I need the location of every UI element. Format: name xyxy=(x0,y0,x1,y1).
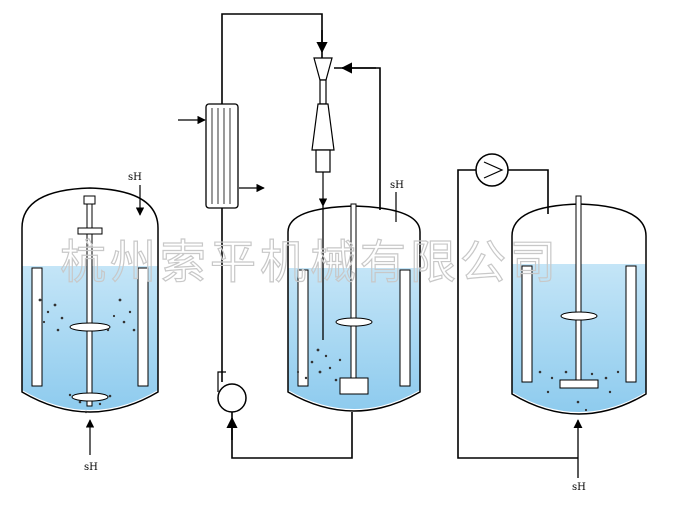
tank-1: sH sH xyxy=(21,172,159,473)
tank-1-gas-sparger xyxy=(77,227,103,235)
tank-3-impeller-top xyxy=(560,311,598,321)
watermark-text: 杭州索平机械有限公司 xyxy=(60,235,560,289)
heat-exchanger xyxy=(178,103,265,209)
ejector xyxy=(311,57,335,207)
tank-2-vessel xyxy=(287,205,421,412)
recirculation-piping xyxy=(221,13,381,459)
tank-2-top-gas-label: sH xyxy=(390,180,404,191)
tank-1-top-gas-label: sH xyxy=(128,172,142,183)
recirculation-piping-right xyxy=(457,169,578,459)
tank-1-baffle-right xyxy=(137,267,149,387)
tank-2-impeller-top xyxy=(335,317,373,327)
tank-1-bubbles xyxy=(38,298,136,414)
tank-2-bubbles xyxy=(296,348,342,382)
tank-1-bottom-gas-label: sH xyxy=(84,462,98,473)
tank-3: sH xyxy=(511,195,647,493)
tank-1-shaft-cap xyxy=(83,195,96,205)
tank-2-baffle-left xyxy=(297,269,309,387)
tank-1-baffle-left xyxy=(31,267,43,387)
tank-1-vessel xyxy=(21,187,159,413)
tank-3-bubbles xyxy=(538,370,620,412)
tank-2-shaft xyxy=(350,203,357,389)
tank-3-bottom-gas-label: sH xyxy=(572,482,586,493)
pump-2 xyxy=(475,153,509,187)
tank-1-impeller-top xyxy=(69,322,111,332)
tank-3-impeller-bottom xyxy=(559,379,599,389)
tank-2: sH xyxy=(287,180,421,412)
tank-1-impeller-bottom xyxy=(71,392,109,402)
pump-1 xyxy=(217,371,247,413)
tank-2-baffle-right xyxy=(399,269,411,387)
tank-3-vessel xyxy=(511,203,647,415)
tank-3-baffle-right xyxy=(625,265,637,383)
tank-3-shaft xyxy=(575,195,582,387)
tank-2-impeller-bottom xyxy=(339,377,369,395)
tank-3-baffle-left xyxy=(521,265,533,383)
